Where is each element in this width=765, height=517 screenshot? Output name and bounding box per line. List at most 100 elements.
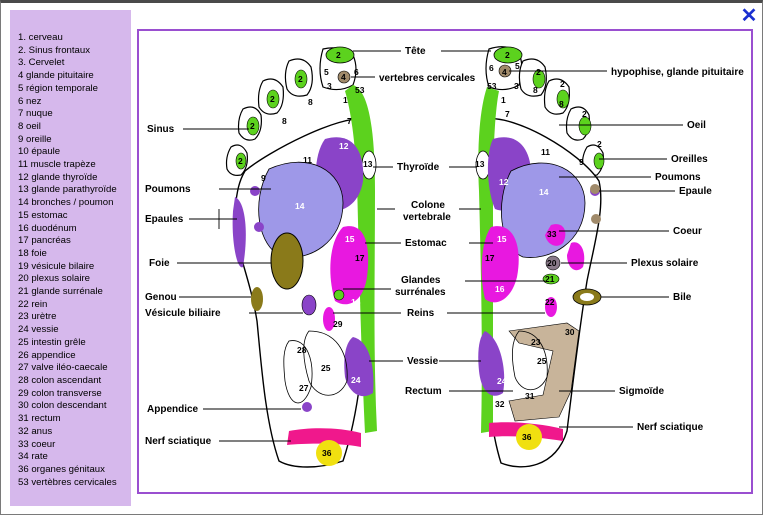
zone-number: 6 bbox=[489, 63, 494, 73]
reflexology-chart: Tête vertebres cervicales hypophise, gla… bbox=[137, 29, 753, 494]
close-icon[interactable]: ✕ bbox=[740, 5, 758, 27]
legend-item: 3. Cervelet bbox=[18, 57, 65, 69]
label-foie: Foie bbox=[149, 258, 170, 269]
zone-number: 36 bbox=[322, 448, 332, 458]
zone-number: 2 bbox=[582, 109, 587, 119]
zone-number: 15 bbox=[345, 234, 355, 244]
legend-item: 21 glande surrénale bbox=[18, 286, 103, 298]
label-coeur: Coeur bbox=[673, 226, 702, 237]
zone-number: 13 bbox=[475, 159, 485, 169]
label-genou: Genou bbox=[145, 292, 177, 303]
legend-item: 28 colon ascendant bbox=[18, 374, 102, 386]
legend-item: 19 vésicule bilaire bbox=[18, 260, 95, 272]
zone-number: 16 bbox=[495, 284, 505, 294]
legend-item: 27 valve iléo-caecale bbox=[18, 362, 108, 374]
legend-item: 17 pancréas bbox=[18, 235, 71, 247]
legend-item: 5 région temporale bbox=[18, 82, 98, 94]
label-tete: Tête bbox=[405, 46, 426, 57]
legend-item: 26 appendice bbox=[18, 349, 76, 361]
legend-item: 6 nez bbox=[18, 95, 42, 107]
label-estomac: Estomac bbox=[405, 238, 447, 249]
legend-item: 23 urètre bbox=[18, 311, 57, 323]
zone-number: 6 bbox=[354, 67, 359, 77]
zone-number: 9 bbox=[261, 173, 266, 183]
zone-number: 2 bbox=[536, 67, 541, 77]
zone-number: 14 bbox=[539, 187, 549, 197]
legend-item: 14 bronches / poumon bbox=[18, 197, 114, 209]
feet-diagram: Tête vertebres cervicales hypophise, gla… bbox=[145, 46, 744, 468]
legend-item: 8 oeil bbox=[18, 120, 41, 132]
legend-item: 7 nuque bbox=[18, 108, 53, 120]
zone-number: 24 bbox=[497, 376, 507, 386]
zone-number: 33 bbox=[547, 229, 557, 239]
legend-item: 32 anus bbox=[18, 425, 53, 437]
zone-number: 17 bbox=[485, 253, 495, 263]
zone-number: 2 bbox=[238, 156, 243, 166]
zone-number: 27 bbox=[299, 383, 309, 393]
label-rectum: Rectum bbox=[405, 386, 442, 397]
zone-number: 17 bbox=[355, 253, 365, 263]
legend-item: 33 coeur bbox=[18, 438, 56, 450]
zone-number: 36 bbox=[522, 432, 532, 442]
zone-number: 21 bbox=[545, 274, 555, 284]
leader-lines bbox=[177, 50, 683, 442]
label-reins: Reins bbox=[407, 308, 435, 319]
label-nerf-left: Nerf sciatique bbox=[145, 436, 212, 447]
zone-number: 5 bbox=[324, 67, 329, 77]
zone-number: 2 bbox=[250, 121, 255, 131]
zone-number: 2 bbox=[597, 139, 602, 149]
legend-item: 25 intestin grêle bbox=[18, 336, 86, 348]
label-colonne-2: vertebrale bbox=[403, 212, 451, 223]
legend-item: 2. Sinus frontaux bbox=[18, 44, 90, 56]
legend-item: 36 organes génitaux bbox=[18, 463, 105, 475]
zone-number: 8 bbox=[282, 116, 287, 126]
zone-number: 25 bbox=[321, 363, 331, 373]
legend-item: 31 rectum bbox=[18, 413, 61, 425]
zone-number: 5 bbox=[515, 61, 520, 71]
legend-item: 10 épaule bbox=[18, 146, 61, 158]
zone-number: 9 bbox=[579, 157, 584, 167]
zone-number: 8 bbox=[308, 97, 313, 107]
label-nerf-right: Nerf sciatique bbox=[637, 422, 704, 433]
zone-number: 4 bbox=[502, 67, 507, 77]
zone-number: 31 bbox=[525, 391, 535, 401]
legend-item: 29 colon transverse bbox=[18, 387, 102, 399]
label-appendice: Appendice bbox=[147, 404, 199, 415]
label-oreilles: Oreilles bbox=[671, 154, 708, 165]
label-vesicule: Vésicule biliaire bbox=[145, 308, 221, 319]
zone-number: 4 bbox=[341, 72, 346, 82]
zone-number: 12 bbox=[499, 177, 509, 187]
zone-number: 7 bbox=[347, 116, 352, 126]
zone-number: 24 bbox=[351, 375, 361, 385]
zone-number: 32 bbox=[495, 399, 505, 409]
zone-number: 11 bbox=[541, 147, 550, 157]
label-poumons-right: Poumons bbox=[655, 172, 701, 183]
legend-item: 11 muscle trapèze bbox=[18, 159, 96, 171]
zone-number: 28 bbox=[297, 345, 307, 355]
zone-number: 2 bbox=[270, 94, 275, 104]
legend-item: 4 glande pituitaire bbox=[18, 70, 94, 82]
legend-item: 15 estomac bbox=[18, 209, 68, 221]
label-oeil: Oeil bbox=[687, 120, 706, 131]
legend-item: 13 glande parathyroïde bbox=[18, 184, 117, 196]
legend-item: 53 vertèbres cervicales bbox=[18, 476, 117, 488]
zone-number: 53 bbox=[487, 81, 497, 91]
zone-number: 13 bbox=[363, 159, 373, 169]
label-sigmoide: Sigmoïde bbox=[619, 386, 664, 397]
label-vessie: Vessie bbox=[407, 356, 439, 367]
legend-item: 18 foie bbox=[18, 247, 47, 259]
label-glandes-2: surrénales bbox=[395, 287, 446, 298]
label-colonne-1: Colone bbox=[411, 200, 445, 211]
label-epaules: Epaules bbox=[145, 214, 184, 225]
label-epaule: Epaule bbox=[679, 186, 712, 197]
zone-number: 12 bbox=[339, 141, 349, 151]
zone-number: 1 bbox=[343, 95, 348, 105]
legend-item: 1. cerveau bbox=[18, 32, 63, 43]
label-glandes-1: Glandes bbox=[401, 275, 441, 286]
label-plexus: Plexus solaire bbox=[631, 258, 699, 269]
zone-number: 53 bbox=[355, 85, 365, 95]
zone-number: 3 bbox=[327, 81, 332, 91]
